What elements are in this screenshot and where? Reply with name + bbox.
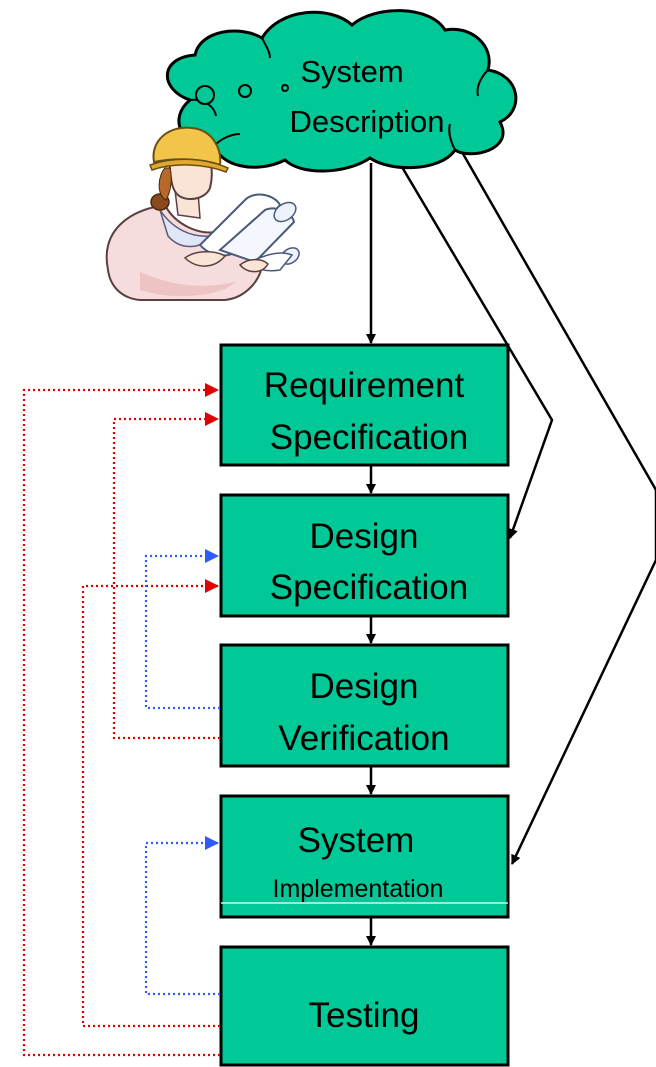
cloud-inner-arc (448, 123, 456, 151)
testing-box: Testing (219, 945, 510, 1067)
design-specification-box: Design Specification (219, 493, 510, 618)
requirement-specification-box: Requirement Specification (219, 343, 510, 467)
design-spec-line2: Specification (270, 568, 468, 607)
thought-bubble (195, 85, 215, 105)
cloud-inner-arc (261, 37, 271, 59)
design-verif-line2: Verification (278, 719, 449, 758)
thought-bubble (281, 84, 289, 92)
testing-line1: Testing (309, 996, 420, 1035)
design-verification-box: Design Verification (219, 643, 510, 768)
feedback-testing-to-requirement (22, 383, 220, 1057)
implementation-line1: System (298, 821, 415, 860)
feedback-verification-to-requirement (112, 412, 220, 740)
feedback-red (22, 383, 220, 1057)
flow-arrows (366, 151, 656, 946)
feedback-testing-to-design (81, 579, 220, 1028)
feedback-verification-to-design (144, 549, 220, 710)
requirement-line2: Specification (270, 418, 468, 457)
design-verification-rect (219, 643, 510, 768)
design-verif-line1: Design (310, 667, 419, 706)
arrow-cloud-to-design (400, 166, 554, 539)
system-implementation-box: System Implementation (219, 794, 510, 919)
thought-bubble (238, 84, 252, 98)
cloud-inner-arc (476, 69, 489, 97)
cloud-label-line2: Description (289, 104, 444, 139)
cloud-shape (165, 9, 518, 173)
feedback-testing-to-implementation (144, 836, 220, 996)
requirement-specification-rect (219, 343, 510, 467)
requirement-line1: Requirement (264, 366, 465, 405)
system-description-cloud: System Description (165, 9, 518, 173)
implementation-line2: Implementation (273, 875, 444, 903)
design-spec-line1: Design (310, 517, 419, 556)
engineer-with-blueprints-icon (105, 126, 300, 301)
system-implementation-rect (219, 794, 510, 919)
testing-rect (219, 945, 510, 1067)
feedback-blue (144, 549, 220, 996)
arrow-cloud-to-implementation (460, 151, 656, 865)
cloud-label-line1: System (300, 54, 403, 89)
design-specification-rect (219, 493, 510, 618)
